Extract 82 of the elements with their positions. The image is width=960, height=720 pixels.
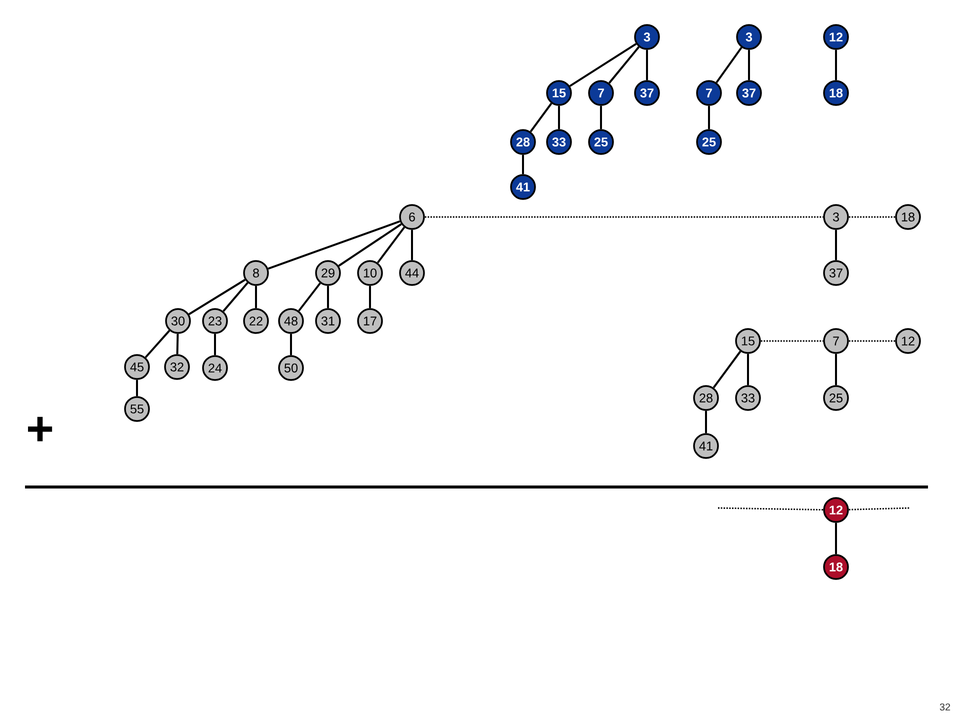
tree-node: 22 [243, 308, 269, 334]
connector-line [747, 354, 749, 386]
dotted-line [718, 507, 824, 510]
connector-line [558, 106, 560, 130]
tree-node: 37 [634, 80, 660, 106]
dotted-line [848, 340, 896, 342]
tree-node: 12 [823, 497, 849, 523]
dotted-line [760, 340, 824, 342]
tree-node: 18 [823, 80, 849, 106]
connector-line [835, 50, 837, 80]
tree-node: 7 [823, 328, 849, 354]
connector-line [708, 106, 710, 130]
tree-node: 37 [736, 80, 762, 106]
tree-node: 18 [895, 204, 921, 230]
connector-line [835, 230, 837, 260]
tree-node: 25 [696, 129, 722, 155]
connector-line [327, 286, 329, 308]
dotted-line [848, 507, 910, 510]
connector-line [222, 282, 248, 312]
tree-node: 7 [588, 80, 614, 106]
connector-line [748, 50, 750, 80]
connector-line [290, 334, 292, 356]
tree-node: 45 [124, 354, 150, 380]
tree-node: 10 [357, 260, 383, 286]
tree-node: 18 [823, 554, 849, 580]
connector-line [376, 226, 406, 264]
tree-node: 24 [202, 355, 228, 381]
tree-node: 32 [164, 354, 190, 380]
tree-node: 17 [357, 308, 383, 334]
connector-line [144, 330, 170, 358]
tree-node: 8 [243, 260, 269, 286]
connector-line [600, 106, 602, 130]
tree-node: 33 [546, 129, 572, 155]
tree-node: 15 [546, 80, 572, 106]
connector-line [338, 223, 402, 267]
connector-line [188, 278, 246, 316]
tree-node: 44 [399, 260, 425, 286]
connector-line [214, 334, 216, 356]
tree-node: 25 [823, 385, 849, 411]
tree-node: 7 [696, 80, 722, 106]
connector-line [835, 354, 837, 386]
tree-node: 23 [202, 308, 228, 334]
connector-line [716, 46, 742, 84]
tree-node: 3 [823, 204, 849, 230]
connector-line [176, 334, 179, 354]
tree-node: 28 [693, 385, 719, 411]
tree-node: 41 [693, 433, 719, 459]
tree-node: 37 [823, 260, 849, 286]
tree-node: 30 [165, 308, 191, 334]
connector-line [255, 286, 257, 308]
page-number: 32 [940, 703, 950, 711]
connector-line [522, 154, 524, 174]
dotted-line [424, 216, 824, 218]
connector-line [530, 102, 552, 132]
connector-line [608, 46, 640, 84]
tree-node: 48 [278, 308, 304, 334]
tree-node: 12 [823, 24, 849, 50]
tree-node: 6 [399, 204, 425, 230]
tree-node: 50 [278, 355, 304, 381]
connector-line [411, 230, 413, 260]
connector-line [136, 380, 138, 396]
tree-node: 41 [510, 174, 536, 200]
dotted-line [848, 216, 896, 218]
connector-line [569, 43, 637, 87]
tree-node: 28 [510, 129, 536, 155]
tree-node: 29 [315, 260, 341, 286]
connector-line [835, 522, 837, 554]
connector-line [298, 282, 321, 312]
tree-node: 33 [735, 385, 761, 411]
tree-node: 3 [736, 24, 762, 50]
tree-node: 12 [895, 328, 921, 354]
tree-node: 31 [315, 308, 341, 334]
tree-node: 55 [124, 396, 150, 422]
connector-line [712, 350, 742, 388]
plus-sign: + [28, 416, 52, 442]
connector-line [268, 220, 400, 270]
tree-node: 15 [735, 328, 761, 354]
tree-node: 25 [588, 129, 614, 155]
connector-line [369, 286, 371, 308]
tree-node: 3 [634, 24, 660, 50]
connector-line [646, 50, 648, 80]
connector-line [705, 410, 707, 434]
